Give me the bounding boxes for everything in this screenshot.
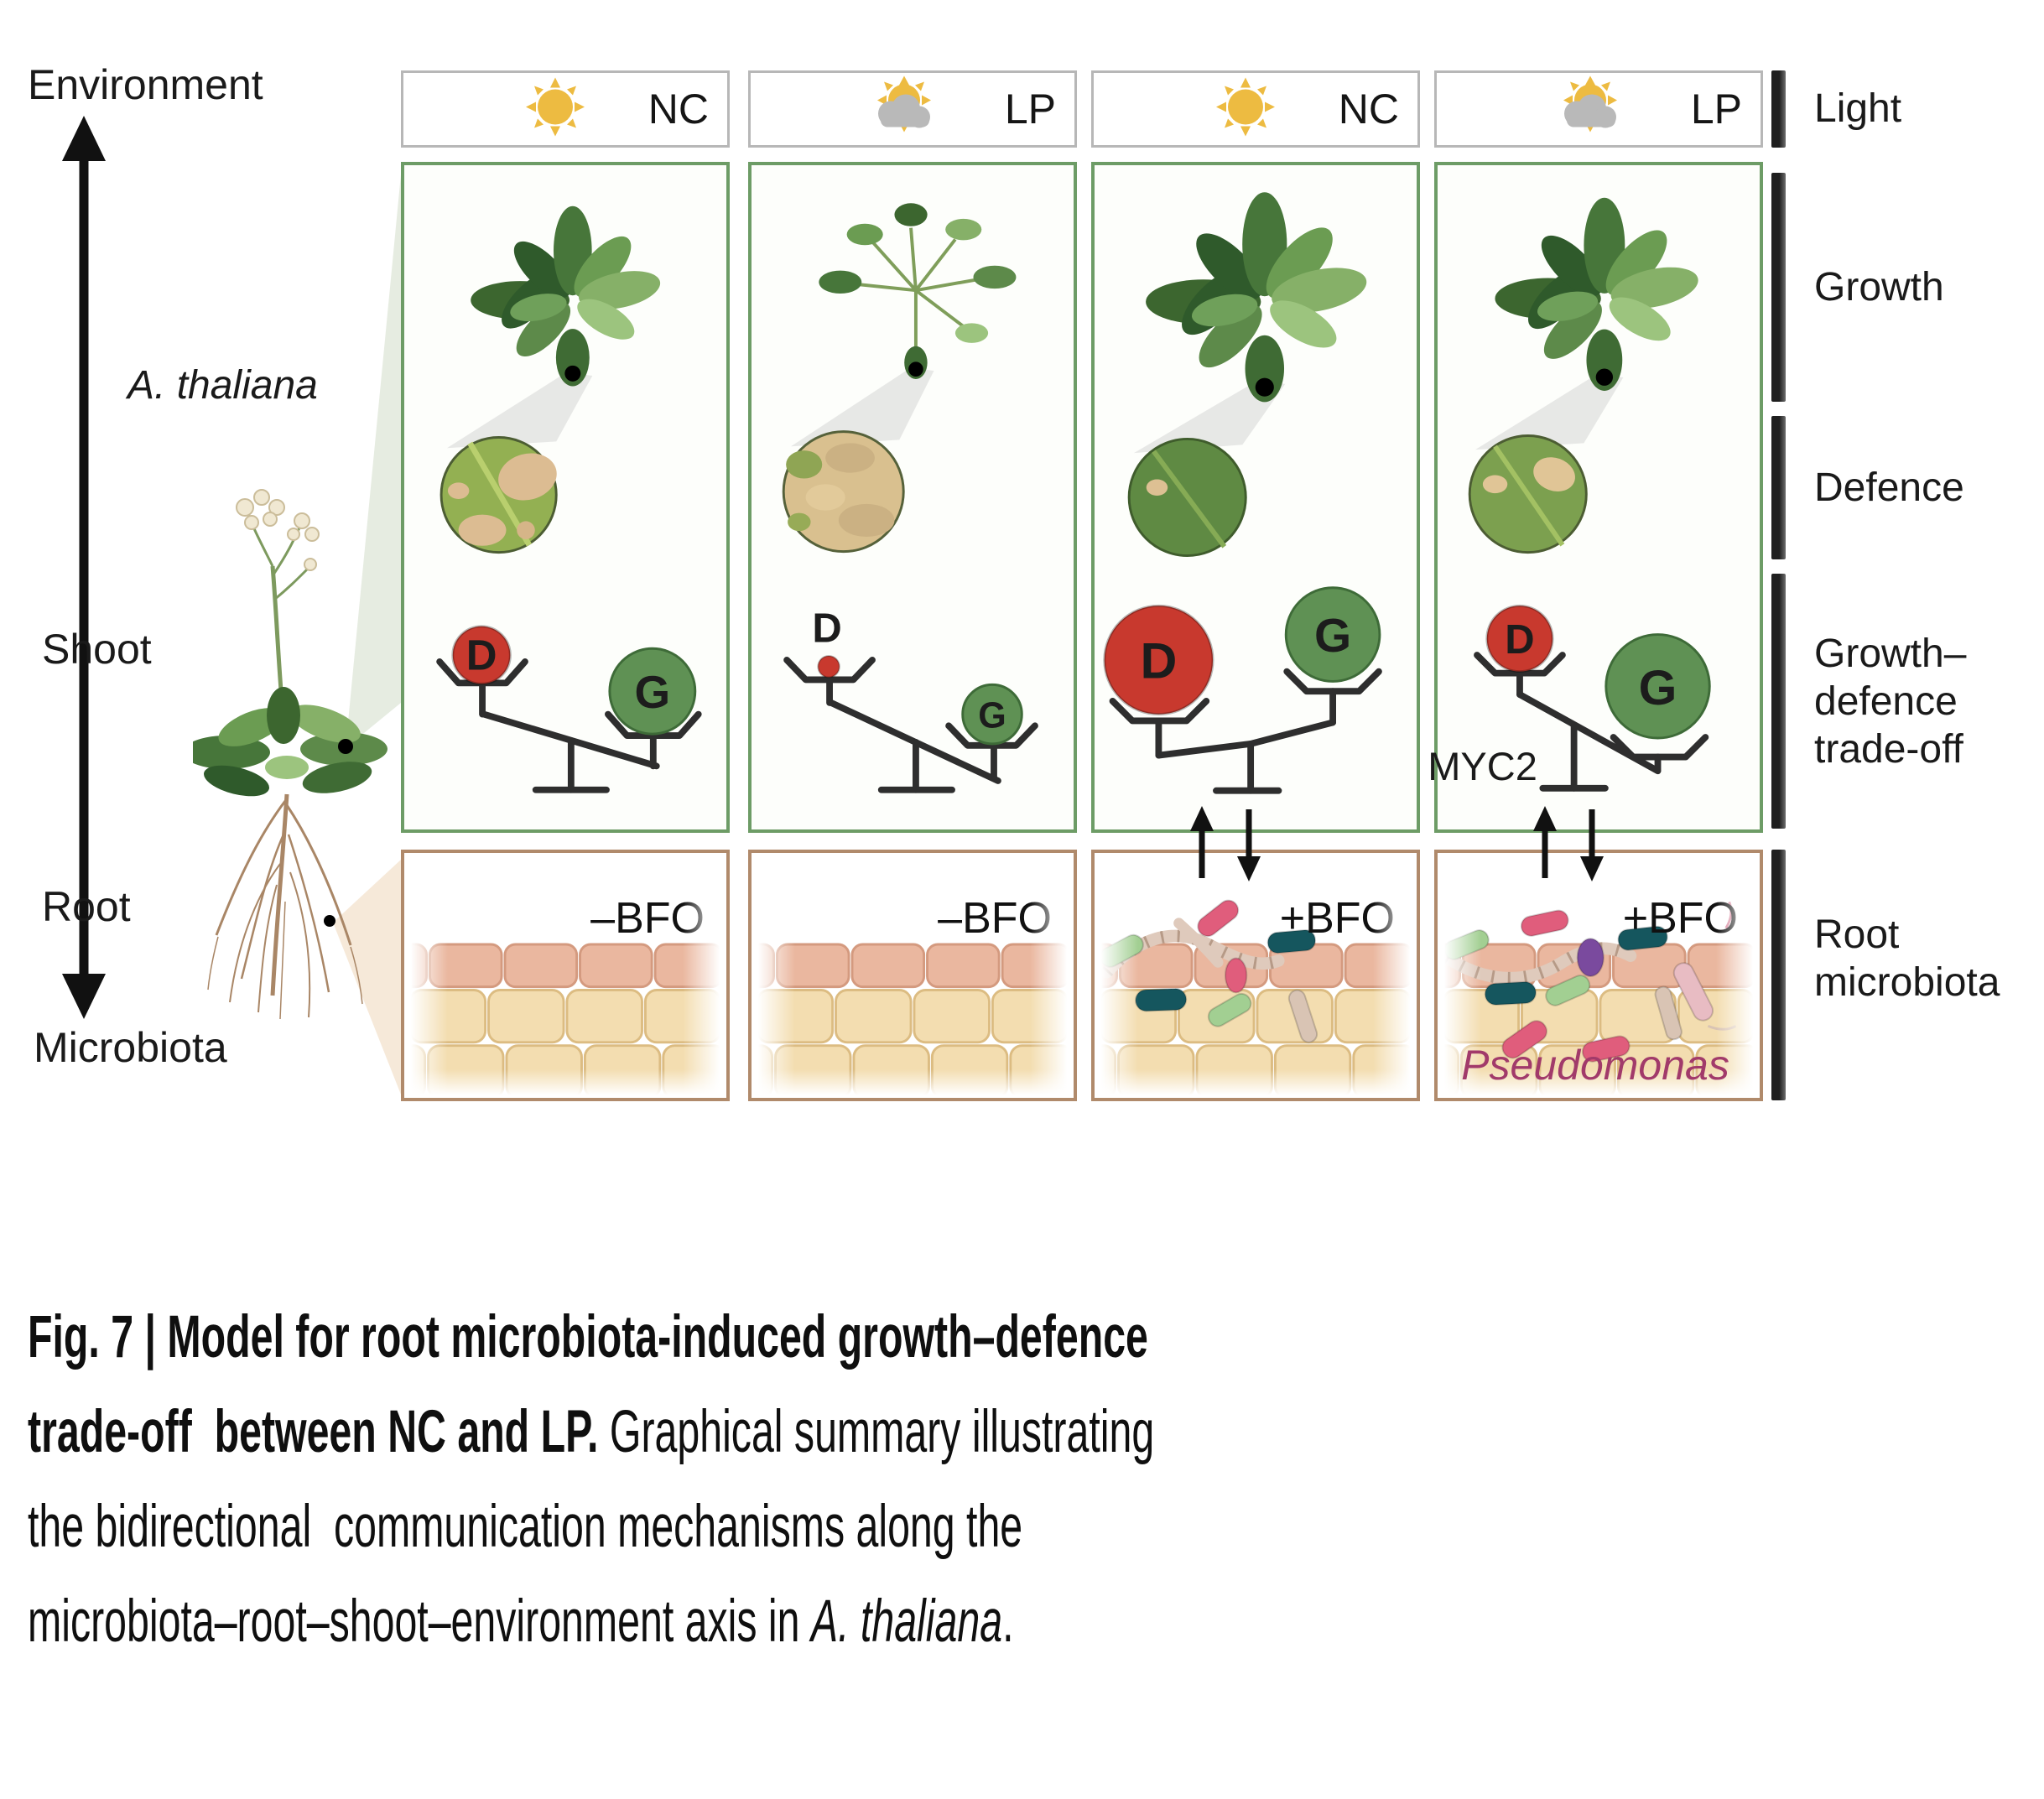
defence-letter: D [466,632,497,679]
growth-letter: G [978,695,1006,736]
section-label-defence: Defence [1814,465,1964,510]
shoot-panel-1: D G [401,162,730,833]
environment-microbiota-axis-arrow [62,116,106,1019]
myc2-label: MYC2 [1428,744,1537,788]
shoot-root-signal-arrows [1190,806,1261,881]
shoot-root-signal-arrows [1533,806,1604,881]
leaf-damage-circle [1127,437,1247,558]
axis-label-root: Root [42,883,131,930]
defence-letter: D [1505,617,1534,663]
root-sampling-dot [324,915,335,927]
growth-letter: G [1639,661,1677,715]
section-bar-tradeoff [1771,574,1786,829]
root-panel-3: +BFO [1091,850,1420,1101]
zoom-cones [333,174,401,1094]
figure-caption: Fig. 7 | Model for root microbiota-induc… [28,1304,1155,1655]
light-condition-label: LP [1690,86,1742,133]
leaf-damage-circle [439,436,558,554]
species-label: A. thaliana [127,363,318,408]
shoot-sampling-dot [338,739,353,754]
section-bar-growth [1771,173,1786,402]
shoot-panel-4: D G MYC2 [1428,162,1763,833]
sun-icon [525,77,585,142]
light-condition-label: NC [1338,86,1399,133]
section-bar-light [1771,70,1786,148]
section-label-light: Light [1814,86,1902,131]
light-condition-box-1: NC [401,70,730,148]
axis-label-microbiota: Microbiota [34,1024,227,1071]
growth-letter: G [635,666,671,718]
light-condition-label: NC [648,86,709,133]
sun-cloud-icon [869,75,936,143]
root-panel-2: –BFO [748,850,1077,1101]
root-panel-1: –BFO [401,850,730,1101]
growth-defence-balance [783,657,1038,793]
sun-icon [1215,77,1276,142]
section-bar-root-microbiota [1771,850,1786,1100]
section-bar-defence [1771,416,1786,559]
light-condition-box-2: LP [748,70,1077,148]
shoot-panel-2: D G [748,162,1077,833]
leaf-damage-circle [1468,434,1588,554]
growth-letter: G [1314,610,1351,663]
sun-cloud-icon [1555,75,1622,143]
leaf-damage-circle [782,430,905,554]
growth-defence-balance [1109,668,1382,794]
light-condition-box-4: LP [1434,70,1763,148]
root-system [207,793,363,1020]
light-condition-box-3: NC [1091,70,1420,148]
axis-label-environment: Environment [28,61,263,108]
section-label-tradeoff: Growth– defence trade-off [1814,632,1967,772]
pseudomonas-label: Pseudomonas [1461,1042,1729,1089]
arabidopsis-plant-illustration [193,489,387,1020]
growth-defence-balance [1474,652,1709,792]
defence-letter: D [812,606,841,651]
root-panel-4: +BFO Pseudomonas [1434,850,1763,1101]
section-label-root-microbiota: Root microbiota [1814,912,2000,1005]
axis-label-shoot: Shoot [42,626,152,673]
section-label-growth: Growth [1814,265,1944,309]
shoot-panel-3: D G [1091,162,1420,833]
defence-letter: D [1140,632,1177,689]
rosette-leaves [193,687,387,797]
light-condition-label: LP [1004,86,1056,133]
